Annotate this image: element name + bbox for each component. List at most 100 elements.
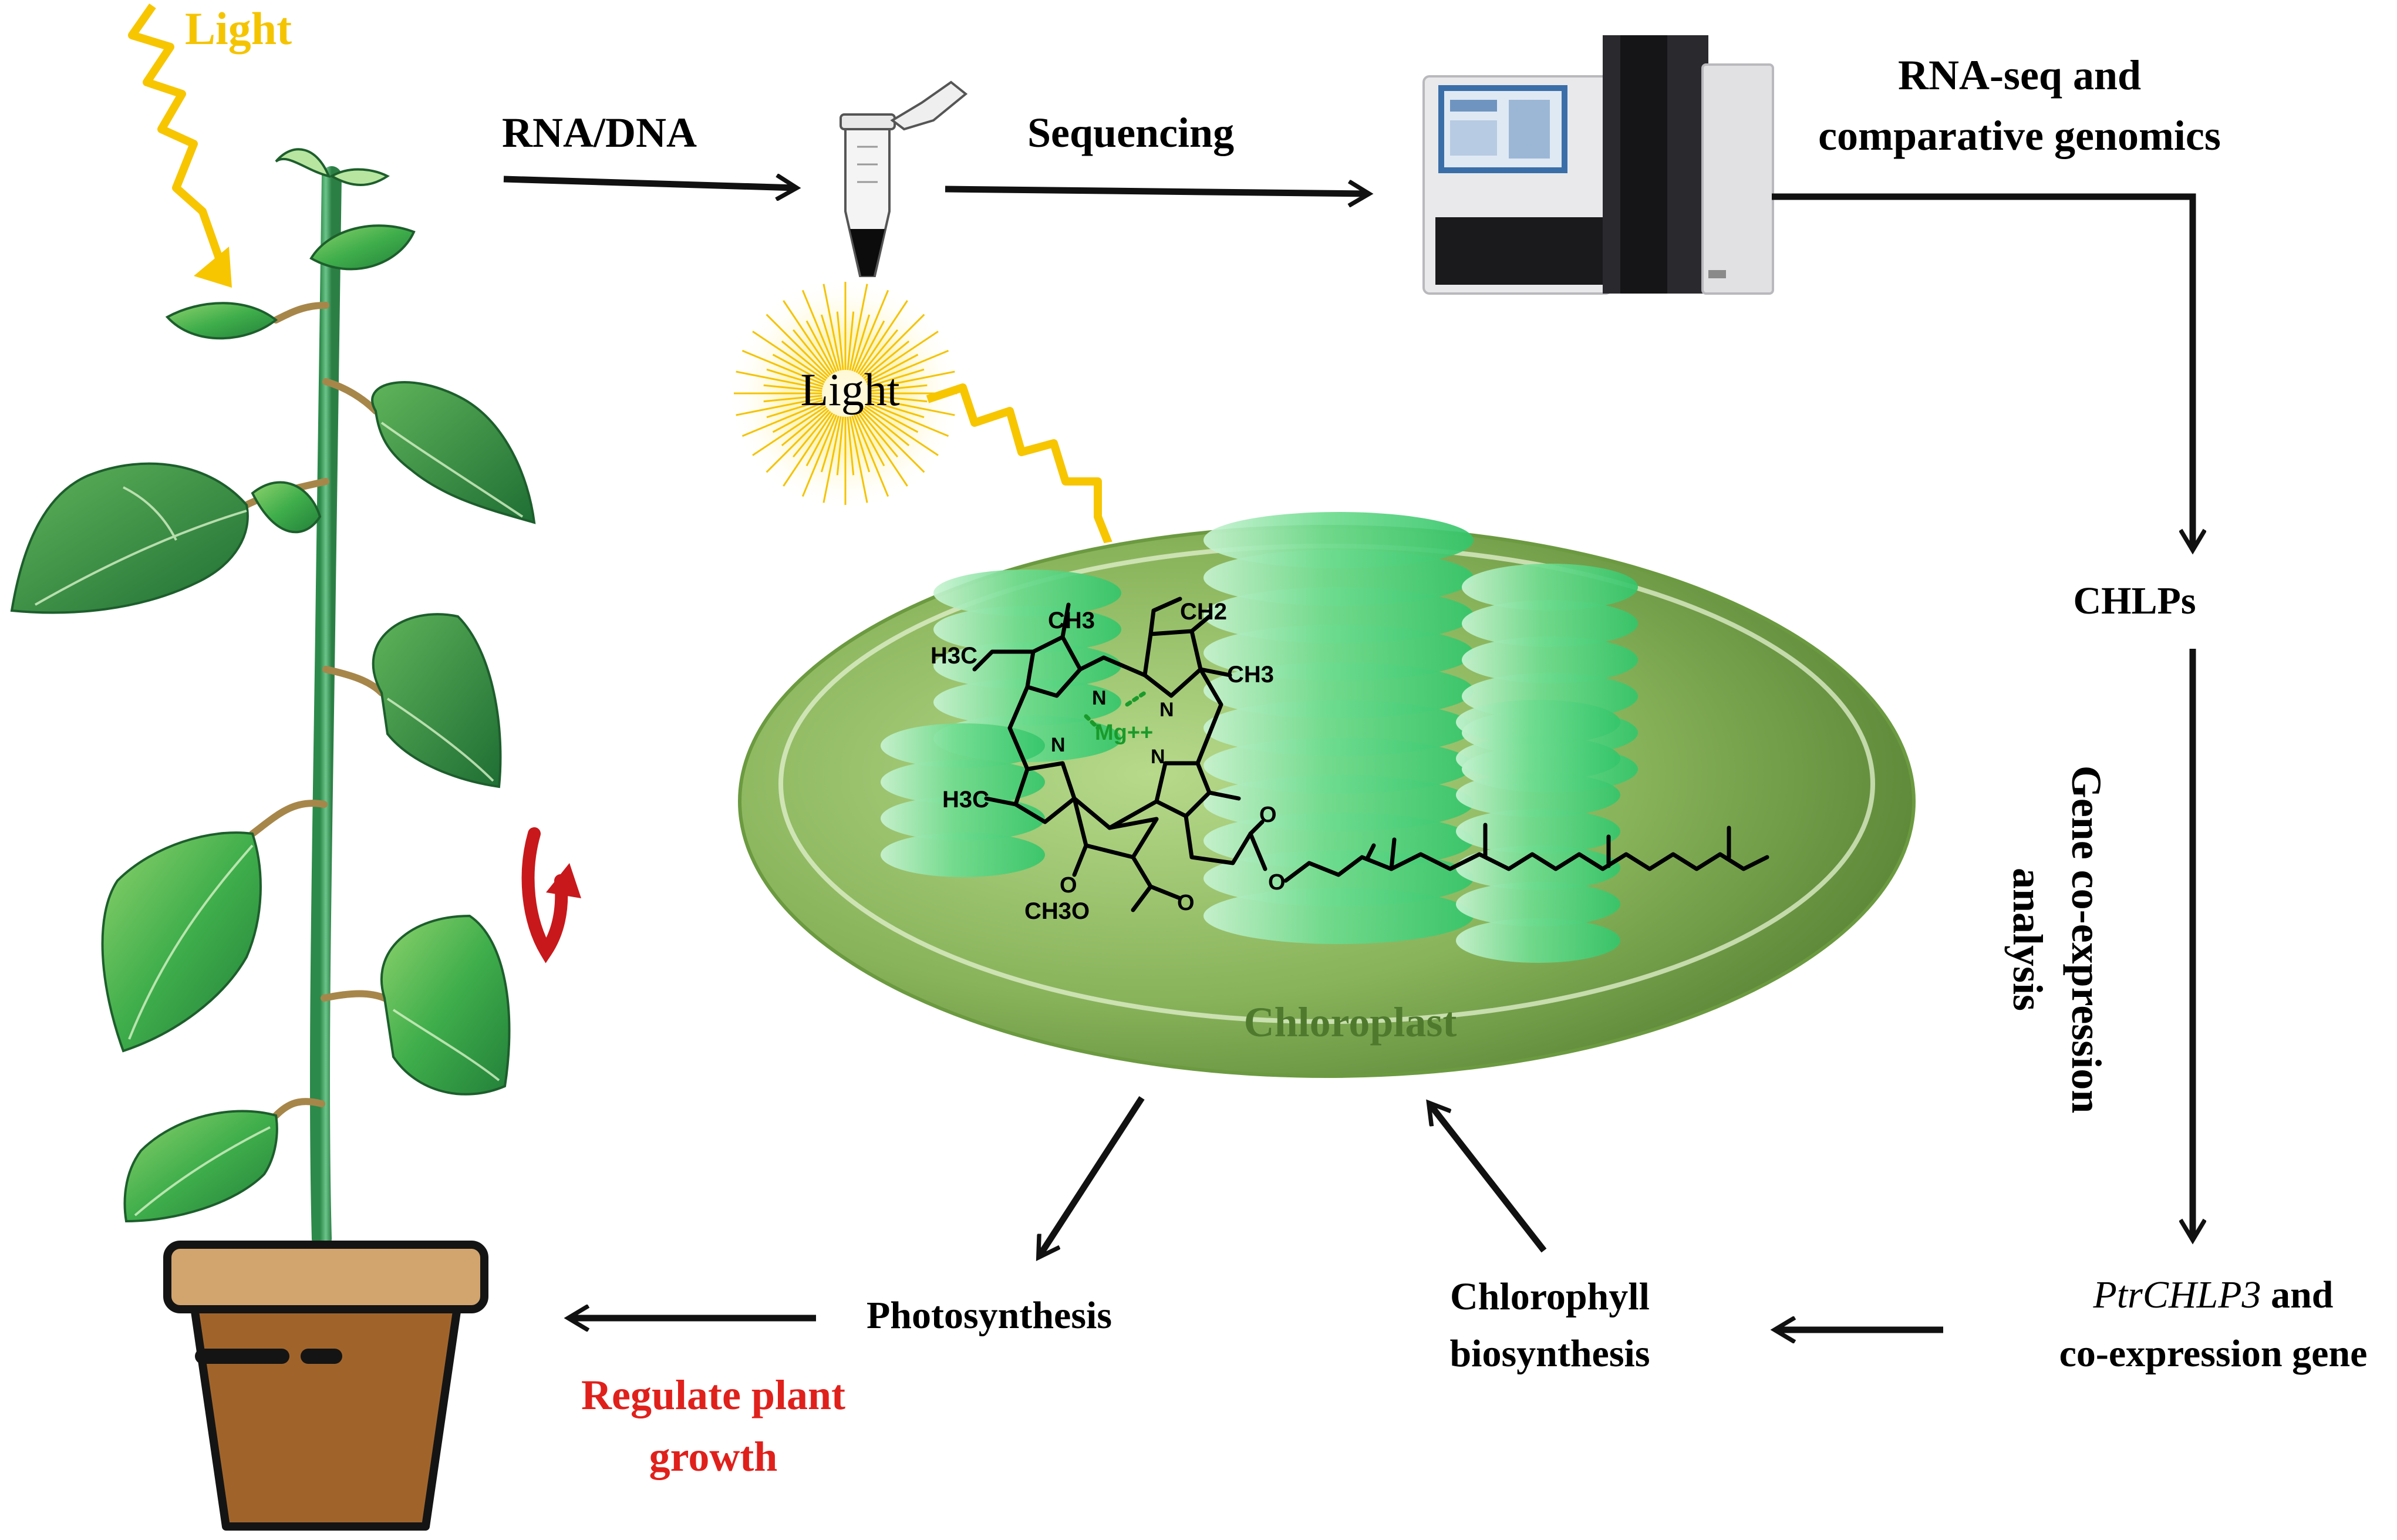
- leaf-upper-left: [165, 302, 278, 340]
- arrow-plant-to-tube: [503, 179, 795, 188]
- thylakoid-disc: [933, 679, 1121, 726]
- atom-ch3o: CH3O: [1024, 898, 1090, 924]
- sun-ray: [772, 403, 825, 433]
- thylakoid-disc: [1456, 773, 1620, 817]
- chloroplast-illustration: Chloroplast: [734, 512, 1920, 1086]
- sun-ray: [868, 384, 928, 392]
- chlorophyll-atom-labels: CH2 CH3 H3C CH3 H3C Mg++ N N N N O O O O…: [931, 599, 1286, 924]
- sun-burst-icon: [728, 276, 963, 511]
- atom-n-4: N: [1151, 746, 1165, 768]
- sun-ray: [868, 397, 955, 416]
- light-sun-label: Light: [801, 364, 900, 415]
- rna-dna-label: RNA/DNA: [502, 109, 697, 156]
- sequencer-machine-icon: [1422, 35, 1774, 295]
- leaf-mid-left-1: [10, 462, 249, 614]
- coexpression-gene-label: co-expression gene: [2059, 1332, 2368, 1375]
- sun-ray: [793, 329, 831, 376]
- chlps-label: CHLPs: [2073, 579, 2196, 622]
- thylakoid-disc: [1456, 700, 1620, 744]
- rnaseq-label-line1: RNA-seq and: [1898, 52, 2141, 99]
- sun-ray: [736, 397, 823, 416]
- sun-ray: [849, 284, 868, 371]
- arrow-tube-to-sequencer: [945, 189, 1368, 194]
- thylakoid-disc: [933, 570, 1121, 616]
- sun-ray: [752, 331, 827, 382]
- thylakoid-disc: [1456, 918, 1620, 963]
- photosynthesis-label: Photosynthesis: [867, 1294, 1112, 1337]
- sun-ray: [741, 401, 824, 437]
- sun-ray: [766, 368, 824, 387]
- sun-ray: [801, 289, 838, 372]
- sun-ray: [868, 370, 955, 390]
- sun-ray: [805, 320, 835, 373]
- sun-ray: [853, 415, 889, 497]
- sun-ray: [847, 311, 855, 370]
- sun-ray: [763, 395, 822, 403]
- sun-ray: [849, 416, 868, 503]
- sun-ray: [862, 407, 910, 446]
- sun-ray: [862, 341, 910, 379]
- chlorophyll-molecule-structure: [972, 597, 1769, 912]
- thylakoid-disc: [933, 606, 1121, 653]
- coexp-label-line1: Gene co-expression: [2063, 766, 2110, 1114]
- sun-ray: [855, 320, 885, 373]
- sun-ray: [857, 300, 908, 375]
- sun-ray: [847, 416, 855, 476]
- sequencing-label: Sequencing: [1027, 109, 1234, 156]
- thylakoid-disc: [1456, 809, 1620, 854]
- sun-ray: [793, 410, 831, 458]
- thylakoid-disc: [1203, 512, 1474, 568]
- sun-ray: [853, 289, 889, 372]
- sun-ray: [741, 349, 824, 386]
- sun-ray: [820, 314, 840, 372]
- sun-ray: [805, 413, 835, 467]
- atom-ch3-top-methyl: CH3: [1048, 608, 1095, 633]
- gene-coexpression-label: Gene co-expression analysis: [2004, 766, 2110, 1114]
- sun-ray: [851, 314, 871, 372]
- thylakoid-disc: [881, 760, 1045, 804]
- sun-ray: [864, 331, 939, 382]
- ptrchlp3-label: PtrCHLP3 and: [2093, 1273, 2334, 1316]
- sun-ray: [857, 412, 908, 487]
- sun-ray: [736, 370, 823, 390]
- atom-o-chain-ester: O: [1259, 803, 1277, 827]
- leaf-lower-right: [380, 914, 511, 1096]
- sun-ray: [772, 353, 825, 383]
- sun-ray: [781, 341, 828, 379]
- chloroplast-label: Chloroplast: [1244, 999, 1457, 1046]
- sun-ray: [822, 284, 842, 371]
- sun-ray: [752, 405, 827, 456]
- thylakoid-disc: [881, 796, 1045, 841]
- arrow-biosynthesis-to-chloroplast: [1430, 1104, 1547, 1253]
- atom-ch3-right-top: CH3: [1227, 662, 1274, 688]
- atom-o-ester: O: [1177, 891, 1195, 915]
- leaf-mid-left-2: [251, 481, 322, 534]
- flower-pot: [163, 1241, 488, 1531]
- sun-ray: [859, 410, 898, 458]
- regulate-growth-line1: Regulate plant: [581, 1371, 845, 1418]
- sun-ray: [864, 405, 939, 456]
- thylakoid-disc: [1462, 564, 1638, 611]
- atom-h3c-top: H3C: [931, 643, 977, 669]
- atom-o-chain: O: [1268, 870, 1286, 895]
- microcentrifuge-tube-icon: [840, 80, 968, 277]
- chlorophyll-biosynthesis-line1: Chlorophyll: [1450, 1275, 1650, 1318]
- arrow-chloroplast-to-photosynthesis: [1039, 1096, 1145, 1256]
- leaf-veins: [35, 422, 524, 1217]
- thylakoid-disc: [1462, 600, 1638, 647]
- sun-ray: [783, 300, 834, 375]
- atom-o-ketone: O: [1060, 873, 1077, 898]
- sun-ray: [801, 415, 838, 497]
- sun-ray: [861, 314, 925, 378]
- leaf-mid-right-1: [371, 381, 536, 524]
- sun-ray: [867, 349, 949, 386]
- sun-ray: [783, 412, 834, 487]
- sun-ray: [836, 311, 844, 370]
- atom-mg: Mg++: [1095, 720, 1153, 745]
- sun-ray: [822, 416, 842, 503]
- thylakoid-disc: [1462, 636, 1638, 683]
- thylakoid-grana: [881, 512, 1638, 963]
- sun-ray: [859, 329, 898, 376]
- sun-ray: [763, 384, 822, 392]
- light-top-label: Light: [185, 3, 292, 54]
